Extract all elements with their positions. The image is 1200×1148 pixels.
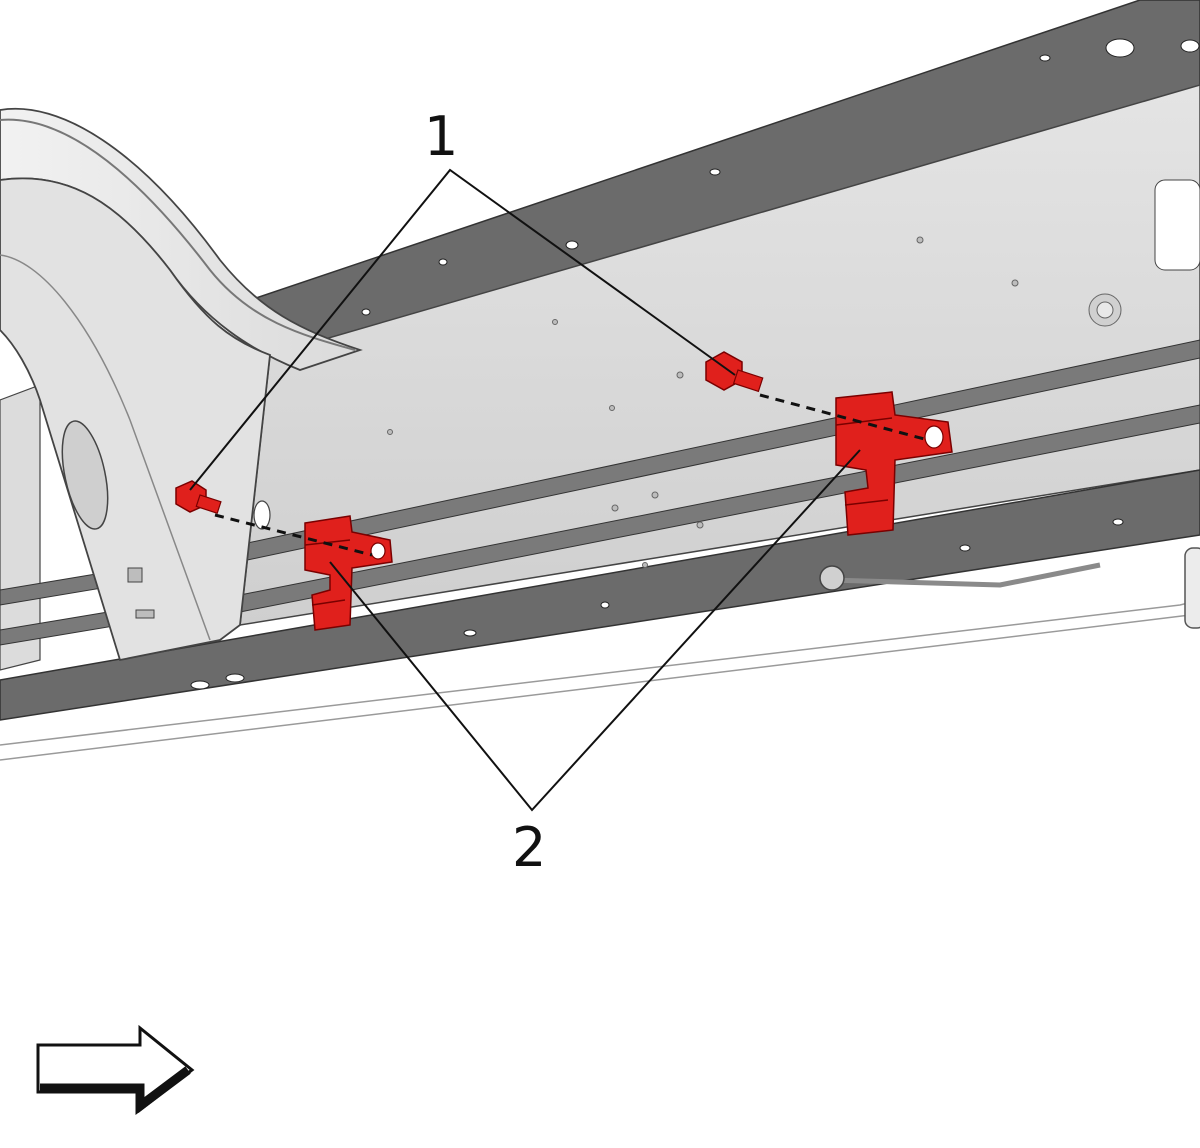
bracket-right bbox=[1184, 547, 1200, 629]
forward-arrow-icon bbox=[36, 1024, 195, 1115]
frame-rail bbox=[0, 0, 1200, 761]
pillar-tab bbox=[127, 567, 143, 583]
brake-line bbox=[829, 562, 1101, 588]
pillar-leg bbox=[0, 177, 271, 662]
rail-bottom-flange bbox=[0, 469, 1200, 721]
web-details bbox=[387, 179, 1200, 568]
callout-1-label: 1 bbox=[424, 105, 458, 168]
callout-2-label: 2 bbox=[512, 816, 546, 879]
line-fitting bbox=[819, 565, 845, 591]
install-lines bbox=[214, 393, 929, 557]
flange-holes bbox=[190, 38, 1200, 690]
leader-lines bbox=[189, 168, 861, 812]
pillar-inner bbox=[0, 254, 211, 641]
clip-right bbox=[835, 391, 953, 536]
frame-pillar bbox=[0, 107, 363, 662]
pillar-edge bbox=[0, 118, 356, 351]
pillar-hole bbox=[253, 500, 271, 530]
pillar-tab-2 bbox=[135, 609, 155, 619]
pillar-slot bbox=[61, 420, 109, 530]
bolt-left bbox=[175, 480, 222, 514]
